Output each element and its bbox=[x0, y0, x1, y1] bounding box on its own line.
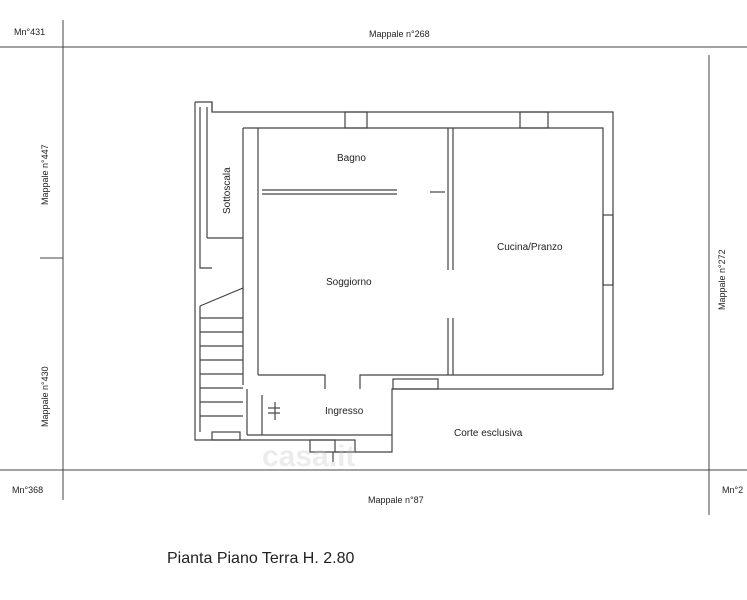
parcel-label-top: Mappale n°268 bbox=[369, 29, 430, 39]
parcel-label-right: Mappale n°272 bbox=[717, 249, 727, 310]
parcel-label-bottom-left: Mn°368 bbox=[12, 485, 43, 495]
building-walls bbox=[194, 101, 614, 462]
room-label-ingresso: Ingresso bbox=[325, 406, 364, 417]
room-label-bagno: Bagno bbox=[337, 153, 366, 164]
parcel-label-left-lower: Mappale n°430 bbox=[40, 366, 50, 427]
room-label-cucina: Cucina/Pranzo bbox=[497, 242, 563, 253]
room-label-sottoscala: Sottoscala bbox=[222, 167, 233, 214]
parcel-label-left-upper: Mappale n°447 bbox=[40, 144, 50, 205]
room-label-corte: Corte esclusiva bbox=[454, 428, 523, 439]
parcel-label-bottom: Mappale n°87 bbox=[368, 495, 424, 505]
watermark: casa.it bbox=[262, 440, 356, 473]
parcel-label-bottom-right: Mn°2 bbox=[722, 485, 743, 495]
property-boundary bbox=[0, 20, 747, 515]
room-label-soggiorno: Soggiorno bbox=[326, 277, 372, 288]
plan-caption: Pianta Piano Terra H. 2.80 bbox=[167, 550, 355, 567]
parcel-label-top-left: Mn°431 bbox=[14, 27, 45, 37]
